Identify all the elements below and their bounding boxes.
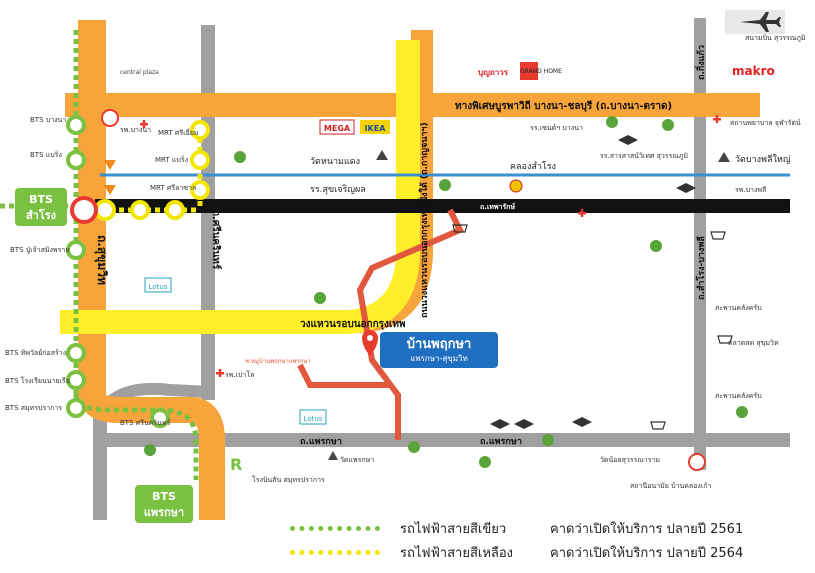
project-subtitle: แพรกษา-สุขุมวิท: [410, 354, 468, 363]
legend-green: รถไฟฟ้าสายสีเขียว คาดว่าเปิดให้บริการ ปล…: [290, 516, 743, 540]
bts-phraeksa-badge: BTS แพรกษา: [135, 485, 193, 523]
rw-paolo: รพ.เปาโล: [225, 370, 254, 379]
pin-icon: [362, 330, 378, 356]
svg-text:GRAND HOME: GRAND HOME: [520, 68, 562, 75]
hospital-icon: [140, 115, 721, 377]
ring-road-label: ถนนวงแหวนรอบนอกกรุงเทพ ฝั่งใต้ (ถ.กาญจนา…: [417, 122, 430, 318]
central-logo: central plaza: [120, 69, 159, 76]
bts-stations: [66, 115, 170, 428]
airport-label: สนามบิน สุวรรณภูมิ: [745, 34, 806, 42]
bts-bangna-label: BTS บางนา: [30, 116, 66, 124]
wat-noi: วัดน้อยสุวรรณาราม: [600, 456, 660, 464]
bts-srinakarin-label: BTS ศรีนครินทร์: [120, 419, 171, 427]
bts-puchao-label: BTS ปู่เจ้าสมิงพราย: [10, 246, 69, 254]
bts-samrong-hub: [70, 196, 98, 224]
legend-green-note: คาดว่าเปิดให้บริการ ปลายปี 2561: [550, 521, 744, 537]
red-roads: [297, 208, 465, 440]
pin-icon: [101, 109, 706, 471]
rr-mahi: รร.เซนต์ฯ บางนา: [530, 124, 583, 132]
wat-bangphli: วัดบางพลีใหญ่: [735, 154, 791, 165]
makro-logo: makro: [732, 64, 775, 78]
phraeksa-label-2: ถ.แพรกษา: [480, 437, 522, 447]
wat-phraeksa: วัดแพรกษา: [340, 456, 374, 464]
bts-thipharos-label: BTS ทิพวัลย์ก่อสร้าง: [5, 349, 66, 357]
sukhumvit-label: ถ.สุขุมวิท: [94, 235, 109, 285]
phraeksa-label-1: ถ.แพรกษา: [300, 437, 342, 447]
lotus-logo-2: Lotus: [299, 409, 327, 425]
svg-text:BTS: BTS: [29, 193, 53, 206]
market-end: สถานีอนามัย บ้านคลองเก้า: [630, 482, 711, 490]
grand-home-logo: GRAND HOME: [520, 62, 562, 80]
soi-muban-label: ซ.หมู่บ้านพฤกษาแพรกษา: [245, 358, 311, 365]
sukcharoenpol: รร.สุขเจริญผล: [310, 184, 366, 195]
rr-saraswat: รร.สารสาสน์วิเทศ สุวรรณภูมิ: [600, 152, 688, 160]
outer-ring-label: วงแหวนรอบนอกกรุงเทพ: [300, 319, 406, 330]
legend-green-name: รถไฟฟ้าสายสีเขียว: [400, 521, 507, 537]
svg-text:MEGA: MEGA: [324, 124, 351, 133]
talad-sot: ตลาดสด สุขุมวิท: [728, 339, 779, 347]
wat-nam-daeng: วัดหนามแดง: [310, 157, 360, 167]
project-marker[interactable]: บ้านพฤกษา แพรกษา-สุขุมวิท: [362, 330, 498, 368]
yellow-ring: [60, 40, 420, 334]
legend: รถไฟฟ้าสายสีเขียว คาดว่าเปิดให้บริการ ปล…: [290, 516, 743, 564]
mrt-srieam-label: MRT ศรีเอี่ยม: [158, 128, 198, 137]
svg-text:Lotus: Lotus: [149, 283, 168, 291]
gas-station-icon: [509, 179, 523, 193]
airplane-icon: [725, 10, 785, 34]
rw-chularat: สถานพยาบาล จุฬารัตน์: [730, 119, 801, 127]
robinson-label: โรงบินสัน สมุทรปราการ: [252, 475, 325, 484]
school-icon: [490, 135, 696, 429]
svg-text:BTS: BTS: [152, 490, 176, 503]
samrong-bangphli-label: ถ.สำโรง-บางพลี: [695, 236, 707, 300]
mrt-srilasan-label: MRT ศรีลาซาล: [150, 184, 196, 192]
sapan-2: สะพานคลังครับ: [715, 392, 762, 400]
sapan-1: สะพานคลังครับ: [715, 304, 762, 312]
thepharak-label: ถ.เทพารักษ์: [480, 202, 515, 211]
mrt-stations: [94, 120, 210, 221]
lotus-logo-1: Lotus: [144, 277, 172, 293]
bunthavorn-logo: บุญถาวร: [478, 68, 509, 78]
legend-yellow-name: รถไฟฟ้าสายสีเหลือง: [400, 545, 514, 561]
mega-logo: MEGA: [319, 119, 355, 135]
svg-text:แพรกษา: แพรกษา: [144, 506, 184, 519]
bangna-trad-label: ทางพิเศษบูรพาวิถี บางนา-ชลบุรี (ถ.บางนา-…: [455, 100, 672, 113]
tree-icon: [144, 116, 748, 468]
svg-text:Lotus: Lotus: [304, 415, 323, 423]
khlong-samrong: คลองสำโรง: [510, 161, 556, 172]
basket-icon: [452, 224, 733, 430]
robinson-logo: R: [230, 455, 242, 474]
bts-rongrian-label: BTS โรงเรียนนายเรือ: [5, 376, 70, 385]
svg-text:IKEA: IKEA: [365, 124, 387, 133]
bts-baering-label: BTS แบริ่ง: [30, 150, 62, 159]
bts-samutprakan-label: BTS สมุทรปราการ: [5, 404, 62, 412]
king-kaew-label: ถ.กิ่งแก้ว: [694, 45, 707, 80]
mrt-baering-label: MRT แบริ่ง: [155, 155, 188, 164]
legend-yellow-note: คาดว่าเปิดให้บริการ ปลายปี 2564: [550, 545, 744, 561]
temple-icon: [328, 150, 730, 460]
svg-text:สำโรง: สำโรง: [26, 208, 56, 222]
rw-bangphli: รพ.บางพลี: [735, 186, 766, 194]
project-name: บ้านพฤกษา: [407, 336, 472, 352]
ikea-logo: IKEA: [360, 120, 390, 134]
bts-samrong-badge: BTS สำโรง: [15, 188, 67, 226]
legend-yellow: รถไฟฟ้าสายสีเหลือง คาดว่าเปิดให้บริการ ป…: [290, 540, 743, 564]
rw-bangna: รพ.บางนา: [120, 126, 151, 134]
srinakarin-label: ถ.ศรีนครินทร์: [210, 210, 222, 270]
